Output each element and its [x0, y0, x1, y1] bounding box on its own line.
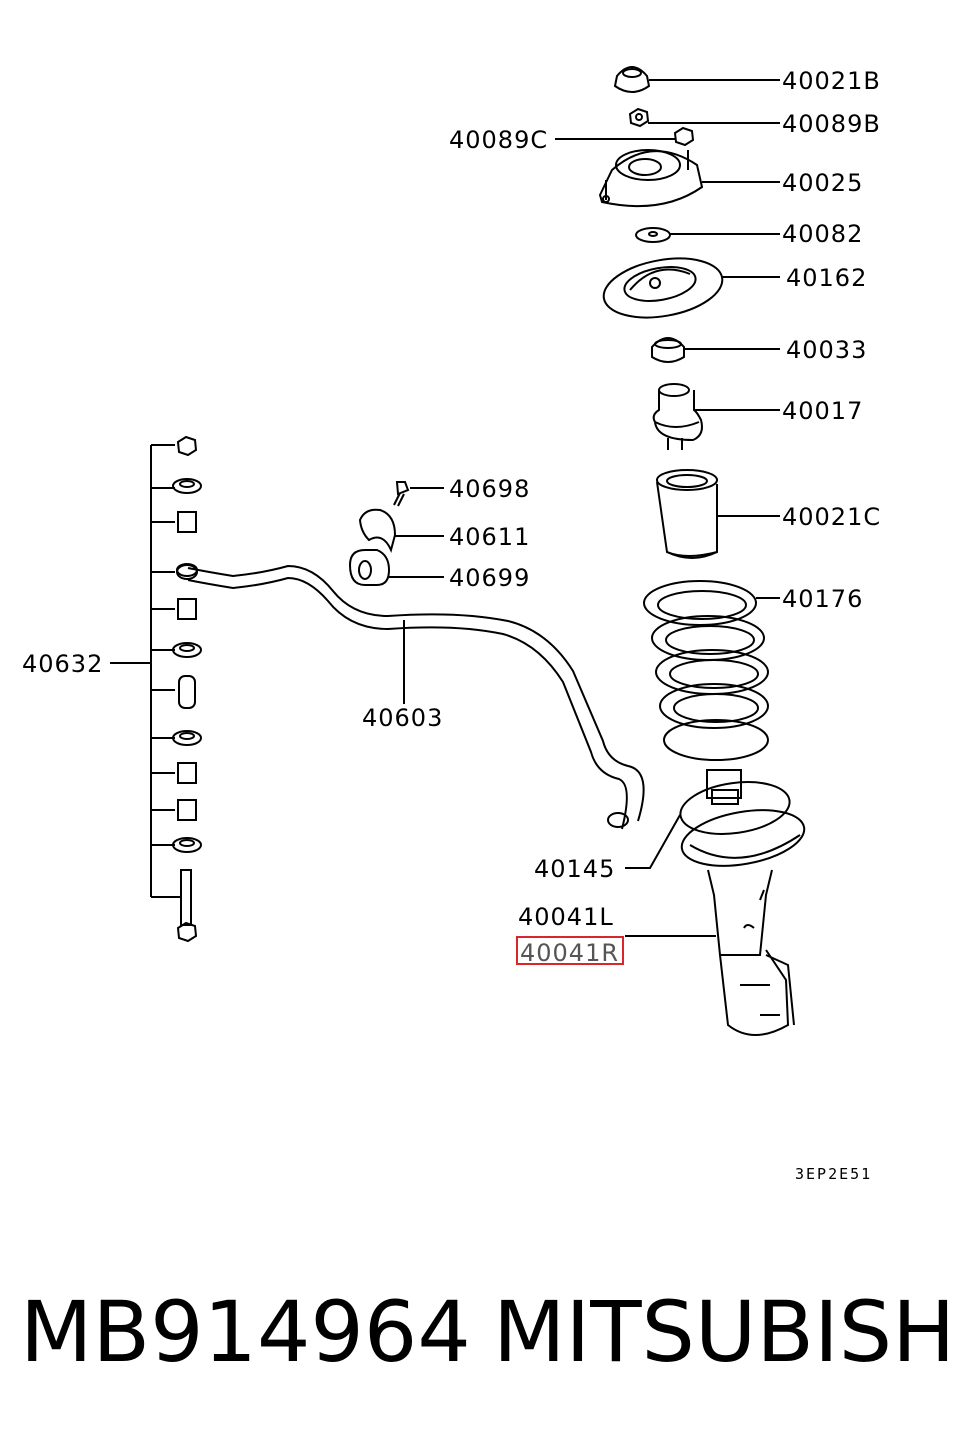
label-40632: 40632 [22, 650, 103, 678]
label-40162: 40162 [786, 264, 867, 292]
part-strut-mount-40025 [598, 149, 704, 208]
part-nut-40089b [628, 107, 650, 128]
label-40041l: 40041L [518, 903, 614, 931]
part-bushing-40699 [348, 549, 391, 586]
label-40611: 40611 [449, 523, 530, 551]
brand-caption: MITSUBISHI [493, 1283, 960, 1381]
label-40699: 40699 [449, 564, 530, 592]
part-lower-spring-seat-40145 [679, 769, 806, 867]
part-strut-40041 [707, 869, 795, 1036]
label-40025: 40025 [782, 169, 863, 197]
label-40082: 40082 [782, 220, 863, 248]
label-40089b: 40089B [782, 110, 881, 138]
label-40041r: 40041R [520, 939, 619, 967]
label-40089c: 40089C [449, 126, 548, 154]
part-bracket-40611 [358, 508, 397, 553]
part-bump-rubber-40017 [652, 383, 703, 450]
label-40176: 40176 [782, 585, 863, 613]
highlight-box [516, 936, 624, 965]
part-upper-spring-seat-40162 [602, 257, 724, 319]
part-coil-spring-40176 [643, 580, 769, 761]
link-kit-40632 [172, 435, 202, 943]
label-40033: 40033 [786, 336, 867, 364]
diagram-code: 3EP2E51 [795, 1165, 872, 1183]
part-nut-40089c [673, 126, 695, 147]
part-bump-cap-40033 [651, 337, 685, 363]
label-40017: 40017 [782, 397, 863, 425]
part-cap-40021b [613, 66, 651, 93]
label-40021b: 40021B [782, 67, 881, 95]
label-40698: 40698 [449, 475, 530, 503]
part-stabilizer-bar-40603 [176, 564, 645, 830]
label-40021c: 40021C [782, 503, 881, 531]
part-washer-40082 [635, 227, 671, 243]
label-40145: 40145 [534, 855, 615, 883]
part-number-caption: MB914964 [20, 1283, 471, 1381]
part-dust-cover-40021c [656, 469, 718, 559]
label-40603: 40603 [362, 704, 443, 732]
part-bolt-40698 [393, 481, 410, 507]
